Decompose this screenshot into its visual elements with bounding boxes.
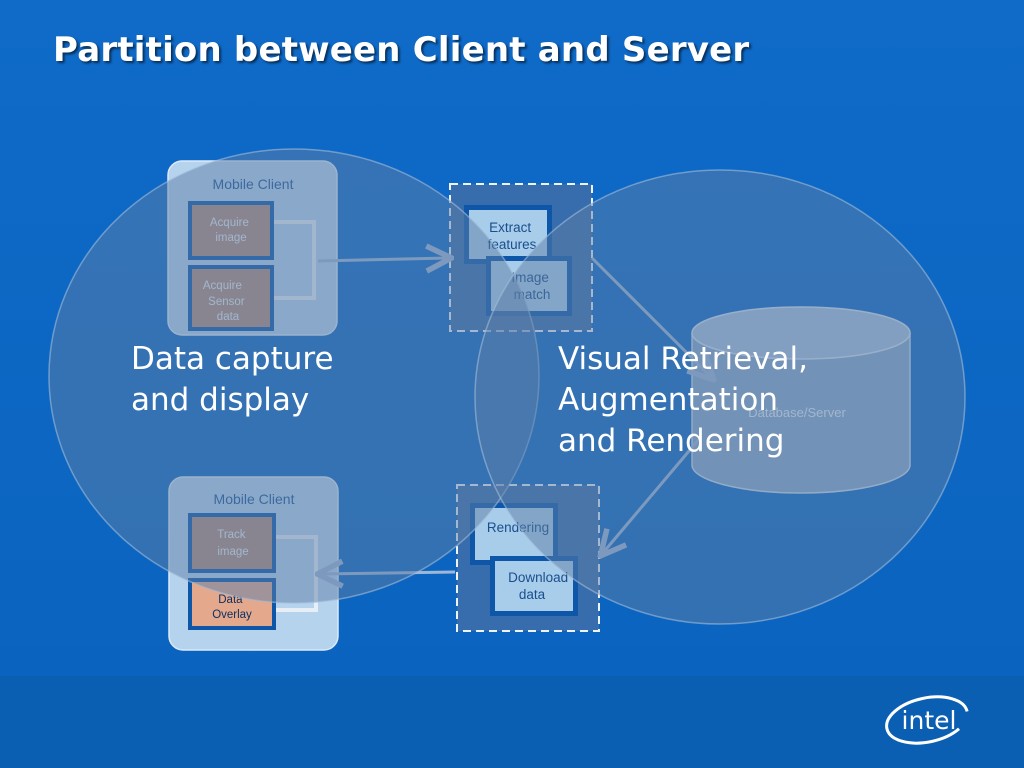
server-region-line-1: Visual Retrieval, bbox=[558, 341, 809, 377]
client-region-line-2: and display bbox=[131, 382, 310, 418]
server-region-label: Visual Retrieval, Augmentation and Rende… bbox=[558, 339, 808, 462]
server-region-line-3: and Rendering bbox=[558, 423, 785, 459]
slide-title: Partition between Client and Server bbox=[53, 30, 750, 70]
client-region-line-1: Data capture bbox=[131, 341, 334, 377]
intel-logo: intel bbox=[885, 695, 969, 745]
footer-band bbox=[0, 676, 1024, 768]
server-region-line-2: Augmentation bbox=[558, 382, 778, 418]
download-data-label: Download data bbox=[508, 570, 572, 602]
intel-logo-text: intel bbox=[902, 706, 957, 735]
extract-features-label: Extract features bbox=[488, 220, 537, 252]
client-region-label: Data capture and display bbox=[131, 339, 334, 421]
server-region-circle bbox=[474, 169, 966, 625]
